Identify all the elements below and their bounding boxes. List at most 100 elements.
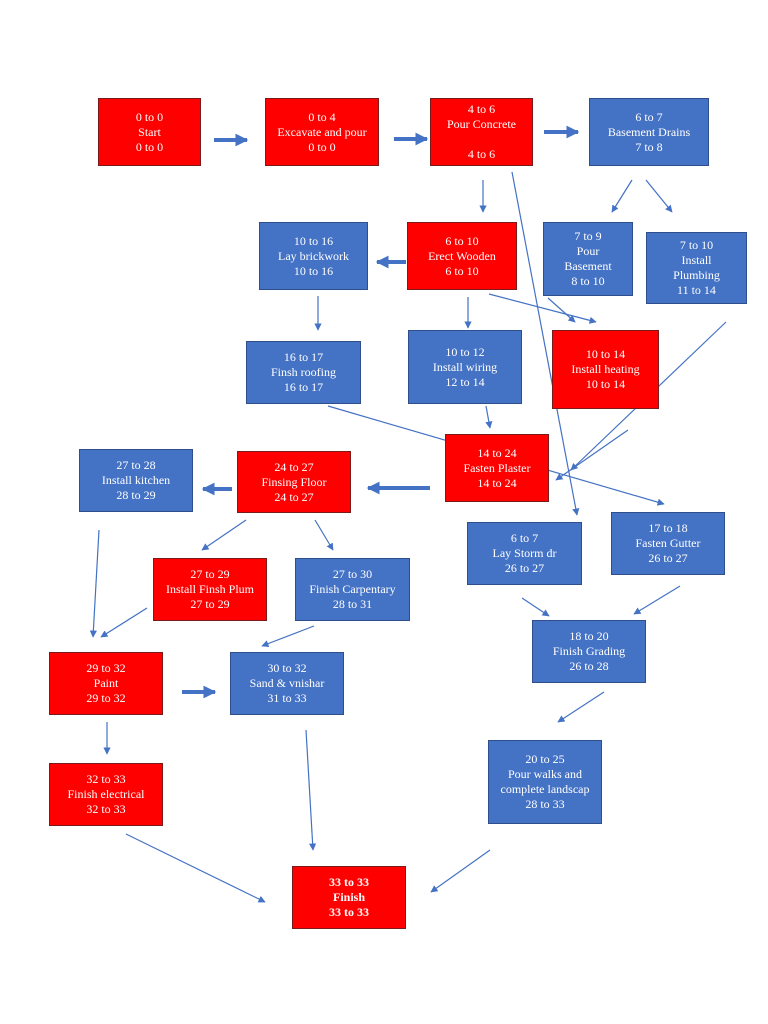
activity-node-line: 6 to 7: [510, 531, 539, 545]
thin-dependency-arrow: [547, 297, 576, 323]
activity-node-line: 28 to 33: [525, 797, 565, 811]
activity-node-line: 7 to 9: [574, 229, 602, 243]
activity-node-line: 7 to 10: [679, 238, 714, 252]
activity-node-line: 0 to 0: [135, 109, 164, 124]
thin-dependency-arrow: [633, 585, 681, 615]
activity-node-line: Fasten Gutter: [635, 536, 701, 550]
thin-dependency-arrow: [557, 691, 605, 723]
thin-dependency-arrow: [488, 293, 597, 324]
activity-node-line: Pour Concrete: [447, 117, 516, 131]
activity-node-line: 14 to 24: [477, 445, 517, 460]
activity-node-line: 6 to 7: [635, 109, 663, 124]
activity-node-line: Finish electrical: [67, 787, 145, 801]
thin-dependency-arrow: [521, 597, 550, 617]
activity-node-line: Finish: [332, 890, 365, 904]
activity-node-line: Install heating: [571, 362, 640, 376]
activity-node-line: 27 to 30: [332, 567, 373, 581]
activity-node-line: Finsing Floor: [261, 474, 327, 489]
thin-dependency-arrow: [261, 625, 315, 648]
activity-node-line: 0 to 4: [308, 109, 336, 124]
activity-node-line: 10 to 14: [585, 347, 626, 361]
activity-node-line: 7 to 8: [635, 139, 663, 154]
thin-dependency-arrow: [305, 729, 317, 851]
activity-node-line: Lay Storm dr: [492, 546, 557, 560]
thin-dependency-arrow: [555, 429, 629, 481]
activity-node-line: Basement: [564, 259, 612, 273]
activity-node-line: 11 to 14: [677, 283, 716, 297]
activity-node-line: Install kitchen: [101, 473, 171, 487]
thin-dependency-arrow: [430, 849, 491, 893]
activity-node-line: 27 to 29: [190, 597, 230, 611]
activity-node-line: Plumbing: [673, 268, 720, 282]
thin-dependency-arrow: [125, 833, 266, 903]
activity-node-line: Fasten Plaster: [463, 460, 531, 475]
activity-node-line: 31 to 33: [267, 691, 307, 705]
activity-node-line: Install wiring: [432, 359, 498, 374]
activity-node-line: 33 to 33: [329, 875, 369, 889]
activity-node-line: Erect Wooden: [428, 248, 496, 263]
activity-node-line: 18 to 20: [569, 629, 609, 643]
activity-node-line: Finish Grading: [552, 644, 626, 658]
activity-node-line: 0 to 0: [135, 139, 164, 154]
activity-node-line: 0 to 0: [308, 139, 336, 154]
activity-node-line: 24 to 27: [274, 459, 314, 474]
thin-dependency-arrow: [645, 179, 673, 213]
activity-node-line: Install: [681, 253, 712, 267]
activity-node-line: Pour walks and: [508, 767, 582, 781]
activity-node-line: 30 to 32: [267, 661, 307, 675]
thin-dependency-arrow: [314, 519, 334, 551]
activity-node-line: 28 to 31: [332, 597, 373, 611]
activity-node-line: 16 to 17: [283, 380, 324, 394]
activity-node-line: 26 to 28: [569, 659, 609, 673]
activity-node-line: 8 to 10: [571, 274, 605, 288]
activity-node-line: Sand & vnishar: [249, 676, 325, 690]
thin-dependency-arrow: [511, 171, 580, 516]
activity-node-line: 10 to 16: [293, 233, 334, 248]
activity-node-line: 33 to 33: [329, 905, 369, 919]
activity-node-line: Start: [138, 124, 161, 139]
thin-dependency-arrow: [89, 529, 100, 638]
activity-node-line: 17 to 18: [648, 521, 688, 535]
thin-dependency-arrow: [485, 405, 493, 429]
activity-node-line: 4 to 6: [467, 102, 496, 116]
activity-node-line: 28 to 29: [116, 488, 156, 502]
activity-node-line: Lay brickwork: [278, 248, 349, 263]
activity-node-line: 27 to 28: [116, 458, 156, 472]
activity-node-line: 29 to 32: [86, 661, 126, 675]
activity-node-line: Install Finsh Plum: [165, 582, 254, 596]
activity-node-line: 26 to 27: [648, 551, 688, 565]
activity-node-line: 29 to 32: [86, 691, 126, 705]
activity-node-line: Paint: [93, 676, 119, 690]
activity-node-line: Pour: [576, 244, 600, 258]
thin-dependency-arrow: [100, 607, 148, 638]
activity-node-line: [480, 132, 483, 147]
activity-node-line: 10 to 12: [445, 344, 485, 359]
activity-node-line: 26 to 27: [504, 561, 545, 575]
thin-dependency-arrow: [201, 519, 247, 551]
thin-dependency-arrow: [611, 179, 633, 213]
activity-node-line: complete landscap: [500, 782, 590, 796]
activity-node-line: 12 to 14: [445, 374, 485, 389]
activity-node-line: 32 to 33: [86, 802, 126, 816]
activity-node-line: 32 to 33: [86, 772, 126, 786]
activity-node-line: 24 to 27: [274, 489, 314, 504]
